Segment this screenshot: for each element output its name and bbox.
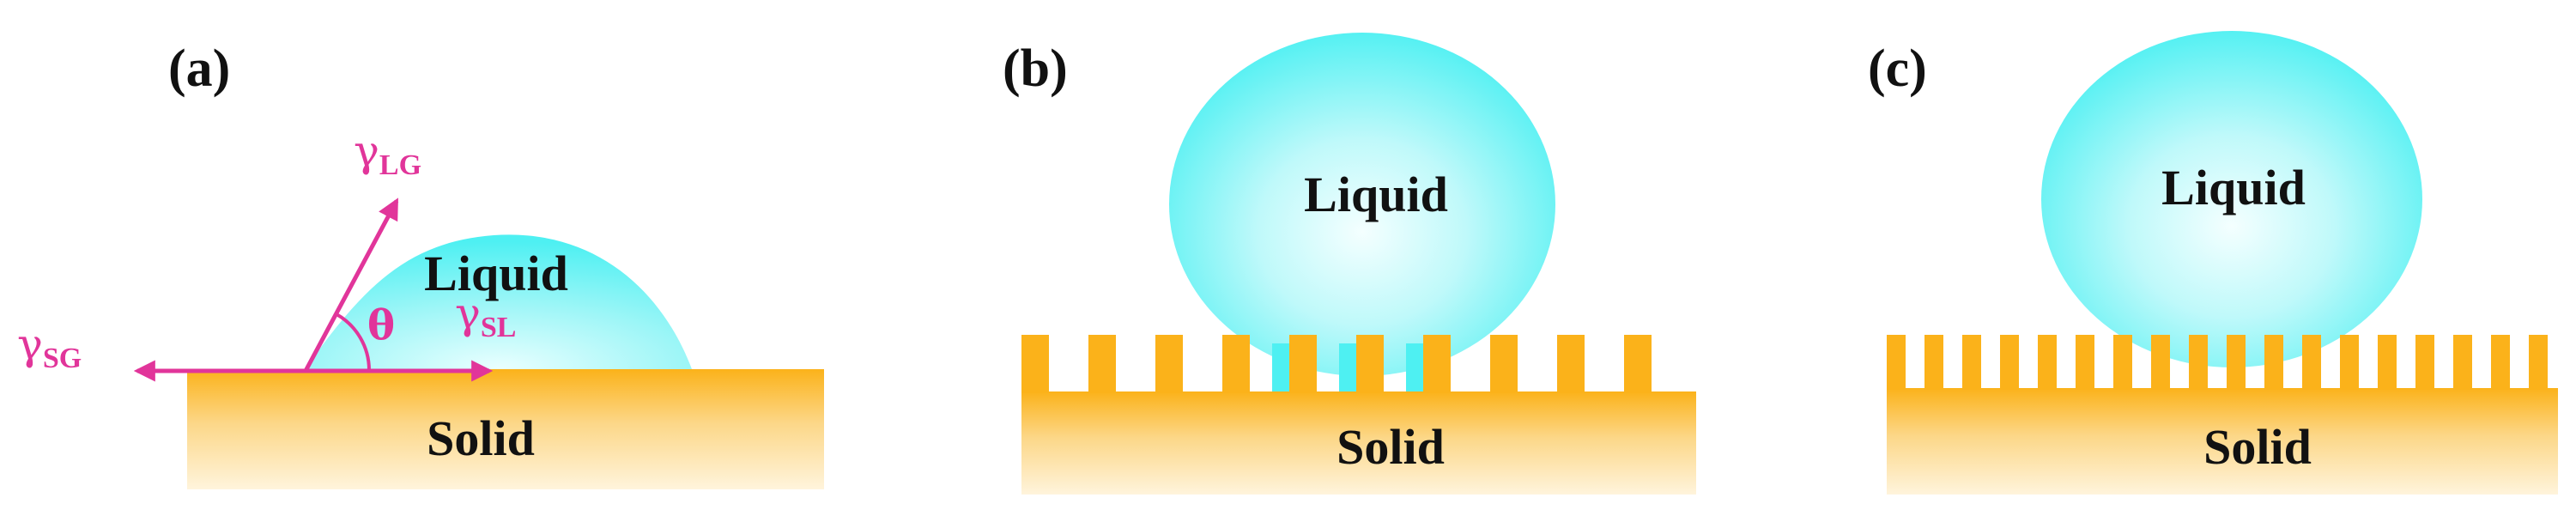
solid-pillar: [1490, 335, 1518, 393]
solid-block-a: [187, 369, 824, 489]
gamma-lg-arrow: [303, 197, 399, 373]
liquid-drop-a: [305, 234, 692, 369]
solid-pillar: [2378, 335, 2397, 390]
solid-pillar: [2529, 335, 2548, 390]
liquid-drop-b: [1169, 33, 1555, 376]
solid-pillars-c: [1887, 335, 2548, 390]
liquid-label-b: Liquid: [1304, 167, 1448, 222]
solid-pillar: [1088, 335, 1116, 393]
solid-pillar: [2302, 335, 2321, 390]
solid-pillar: [1356, 335, 1384, 393]
solid-pillar: [1021, 335, 1049, 393]
solid-pillar: [1155, 335, 1183, 393]
solid-pillar: [2151, 335, 2170, 390]
panel-a-label: (a): [168, 39, 230, 98]
theta-symbol: θ: [367, 301, 395, 349]
solid-pillar: [2491, 335, 2510, 390]
solid-label-a: Solid: [427, 410, 535, 466]
solid-pillar: [1887, 335, 1906, 390]
solid-pillar: [2038, 335, 2057, 390]
solid-pillar: [2340, 335, 2359, 390]
solid-label-c: Solid: [2203, 419, 2312, 475]
liquid-drop-c: [2041, 31, 2422, 367]
solid-pillar: [1624, 335, 1652, 393]
panel-c: (c) Liquid Solid: [1868, 31, 2558, 495]
solid-pillars-b: [1021, 335, 1652, 393]
solid-pillar: [2415, 335, 2434, 390]
solid-pillar: [2189, 335, 2208, 390]
panel-b: (b) Liquid Solid: [1003, 33, 1696, 495]
solid-base-c: [1887, 388, 2558, 495]
solid-pillar: [1924, 335, 1943, 390]
gamma-sl-label: γSL: [455, 288, 516, 343]
gamma-lg-label: γLG: [354, 126, 421, 181]
solid-pillar: [2076, 335, 2094, 390]
solid-pillar: [2227, 335, 2246, 390]
solid-pillar: [1289, 335, 1317, 393]
solid-pillar: [2113, 335, 2132, 390]
panel-b-label: (b): [1003, 39, 1068, 98]
solid-pillar: [2453, 335, 2472, 390]
solid-pillar: [1423, 335, 1451, 393]
gamma-sg-label: γSG: [17, 319, 82, 374]
solid-pillar: [1557, 335, 1585, 393]
solid-pillar: [1962, 335, 1981, 390]
solid-pillar: [1222, 335, 1250, 393]
liquid-label-a: Liquid: [424, 246, 568, 301]
solid-pillar: [2000, 335, 2019, 390]
contact-angle-arc: [335, 313, 371, 371]
panel-a: (a) Liquid Solid θ γLG γSL γSG: [17, 39, 824, 489]
solid-base-b: [1021, 391, 1696, 495]
liquid-label-c: Liquid: [2161, 160, 2306, 215]
panel-c-label: (c): [1868, 39, 1927, 98]
solid-pillar: [2264, 335, 2283, 390]
solid-label-b: Solid: [1336, 419, 1445, 475]
